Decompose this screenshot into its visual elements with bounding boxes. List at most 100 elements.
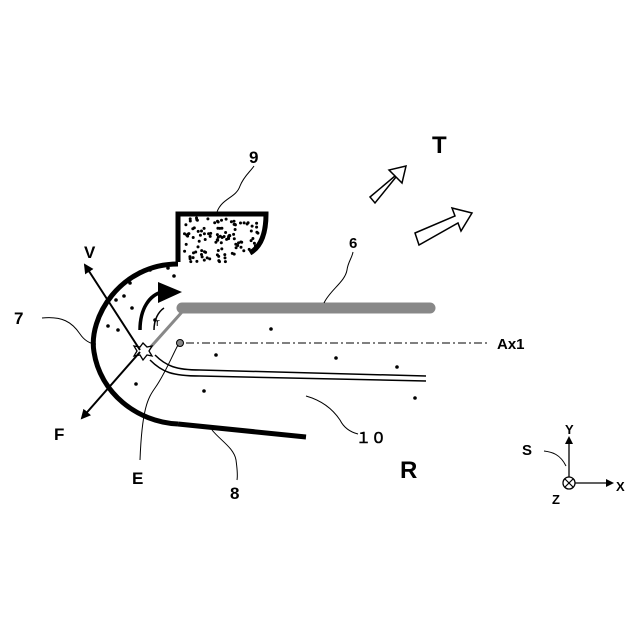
hopper-particle [192,236,195,239]
hopper-particle [203,232,206,235]
hopper-particle [195,217,198,220]
leader-10 [306,396,358,434]
hopper-particle [233,220,236,223]
hopper-particle [243,221,246,224]
hopper-particle [227,237,230,240]
hopper-particle [189,260,192,263]
hopper-particle [209,235,212,238]
hopper-particle [255,222,258,225]
hopper-particle [220,247,223,250]
hopper-particle [253,242,256,245]
hopper-particle [185,234,188,237]
hopper-particle [242,249,245,252]
hopper-particle [203,227,206,230]
label-t: T [432,132,447,159]
hopper-particle [250,230,253,233]
hopper-particle [250,239,253,242]
leader-e [140,345,178,460]
hopper-particle [203,259,206,262]
hopper-particle [199,234,202,237]
hopper-particle [207,232,210,235]
label-v: V [84,243,96,262]
belt-10-inner [155,355,426,376]
leader-6 [324,252,353,303]
leader-7 [42,318,96,344]
hopper-particle [193,226,196,229]
hopper-particle [213,221,216,224]
label-e: E [132,469,143,488]
hopper-particle [248,248,251,251]
hopper-particle [239,222,242,225]
scattered-particles [202,327,417,400]
hopper-particle [203,250,206,253]
hopper-particle [224,260,227,263]
hopper-particle [224,256,227,259]
arrow-t-1 [370,166,406,203]
label-10: １０ [356,430,386,447]
hopper-particle [217,255,220,258]
leader-9 [217,166,254,212]
hopper-particle [236,244,239,247]
label-axis-x: X [616,479,625,494]
hopper-particle [206,256,209,259]
label-r-dir: R [400,457,417,484]
hopper-particle [223,253,226,256]
label-7: 7 [14,309,23,328]
coordinate-system [563,438,612,489]
hopper-particle [217,249,220,252]
hopper-particle [184,223,187,226]
label-axis-y: Y [565,422,574,437]
hopper-particle [255,231,258,234]
hopper-particle [220,241,223,244]
hopper-particle [192,251,195,254]
hopper-particle [216,220,219,223]
hopper-particle [237,241,240,244]
arrow-t-2 [415,208,472,245]
hopper-particle [231,252,234,255]
hopper-particle [254,244,257,247]
hopper-particle [234,223,237,226]
hopper-particle [197,245,200,248]
hopper-particle [251,225,254,228]
hopper-particle [195,260,198,263]
label-ax1: Ax1 [497,336,525,353]
hopper-particle [206,217,209,220]
hopper-particle [233,237,236,240]
label-f: F [54,425,64,444]
hopper-particle [221,236,224,239]
hopper-particle [200,253,203,256]
label-s: S [522,442,532,459]
hopper-particle [220,219,223,222]
hopper-particle [218,227,221,230]
hopper-particle [246,223,249,226]
hopper-particle [224,231,227,234]
hopper-particle [197,230,200,233]
label-r: r [156,317,160,329]
hopper-particles [183,217,259,264]
hopper-particle [200,230,203,233]
leader-8 [212,430,237,480]
plate-8 [178,424,306,437]
hopper-particle [230,220,233,223]
hopper-particle [225,218,228,221]
label-9: 9 [249,148,258,167]
hopper-particle [218,260,221,263]
hopper-particle [240,246,243,249]
label-axis-z: Z [552,492,560,507]
hopper-particle [228,234,231,237]
hopper-particle [188,255,191,258]
hopper-particle [189,220,192,223]
hopper-particle [204,238,207,241]
label-6: 6 [349,235,357,252]
hopper-particle [192,256,195,259]
hopper-particle [200,249,203,252]
hopper-particle [232,233,235,236]
hopper-particle [185,243,188,246]
hopper-particle [183,250,186,253]
hopper-particle [198,240,201,243]
leader-s [544,451,566,466]
label-8: 8 [230,484,239,503]
hopper-particle [255,226,258,229]
rotation-arrowhead [158,282,182,303]
